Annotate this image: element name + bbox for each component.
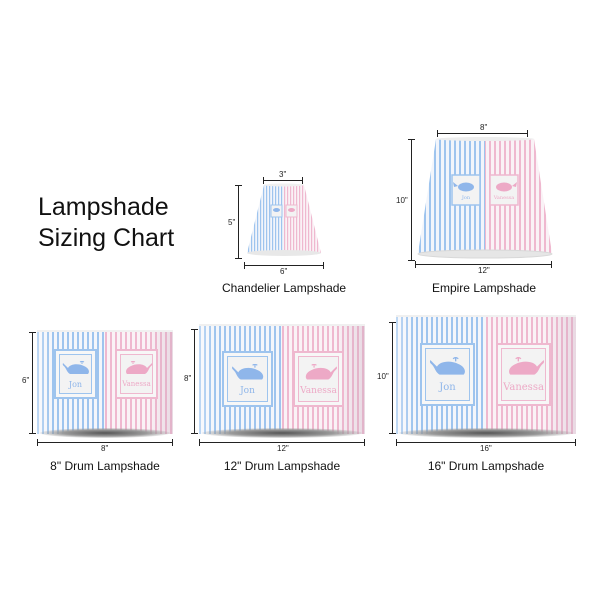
bottom-width-line — [37, 439, 173, 446]
drum-12-caption: 12" Drum Lampshade — [223, 459, 341, 473]
height-label: 10" — [377, 372, 389, 381]
name-panel-right: Vanessa — [115, 349, 158, 399]
bottom-width-label: 6" — [280, 267, 288, 276]
drum-8-caption: 8" Drum Lampshade — [50, 459, 160, 473]
bottom-width-label: 12" — [277, 444, 289, 453]
bottom-width-label: 12" — [478, 266, 490, 275]
height-label: 5" — [228, 218, 236, 227]
name-left: Jon — [240, 386, 255, 396]
height-label: 10" — [396, 196, 408, 205]
whale-icon — [62, 361, 89, 374]
whale-icon — [232, 364, 264, 380]
svg-text:Jon: Jon — [461, 195, 471, 201]
name-left: Jon — [68, 380, 83, 389]
height-line — [29, 332, 36, 434]
whale-icon — [305, 364, 337, 380]
drum-8-shade-image: Jon Vanessa — [37, 330, 173, 434]
height-label: 6" — [22, 376, 30, 385]
top-width-line — [437, 130, 528, 137]
empire-caption: Empire Lampshade — [431, 281, 537, 295]
bottom-width-line — [415, 261, 552, 268]
name-panel-right: Vanessa — [496, 343, 551, 406]
bottom-width-line — [244, 262, 324, 269]
bottom-width-line — [199, 439, 365, 446]
chart-title: Lampshade Sizing Chart — [38, 192, 174, 254]
chandelier-shade-image — [247, 183, 321, 256]
name-panel-left: Jon — [420, 343, 475, 406]
chandelier-caption: Chandelier Lampshade — [222, 281, 347, 295]
top-width-label: 3" — [279, 170, 287, 179]
drum-12-shade-image: Jon Vanessa — [199, 324, 365, 434]
drum-16-shade-image: Jon Vanessa — [396, 315, 576, 434]
chart-title-line2: Sizing Chart — [38, 224, 175, 252]
height-line — [389, 322, 396, 434]
height-label: 8" — [184, 374, 192, 383]
empire-shade-image: Jon Vanessa — [417, 137, 553, 259]
name-right: Vanessa — [122, 380, 151, 388]
bottom-width-label: 8" — [101, 444, 109, 453]
whale-icon — [429, 357, 465, 375]
top-width-label: 8" — [480, 123, 488, 132]
height-line — [191, 329, 198, 434]
svg-text:Vanessa: Vanessa — [493, 195, 514, 201]
bottom-width-label: 16" — [480, 444, 492, 453]
whale-icon — [126, 361, 153, 374]
name-right: Vanessa — [503, 382, 544, 393]
name-panel-right: Vanessa — [293, 351, 344, 407]
bottom-width-line — [396, 439, 576, 446]
height-line — [235, 185, 242, 259]
name-right: Vanessa — [300, 386, 337, 396]
name-left: Jon — [439, 382, 456, 393]
name-panel-left: Jon — [222, 351, 273, 407]
name-panel-left: Jon — [54, 349, 97, 399]
top-width-line — [263, 177, 303, 184]
whale-icon — [509, 357, 545, 375]
chart-title-line1: Lampshade — [38, 193, 169, 221]
height-line — [408, 139, 415, 261]
drum-16-caption: 16" Drum Lampshade — [427, 459, 545, 473]
